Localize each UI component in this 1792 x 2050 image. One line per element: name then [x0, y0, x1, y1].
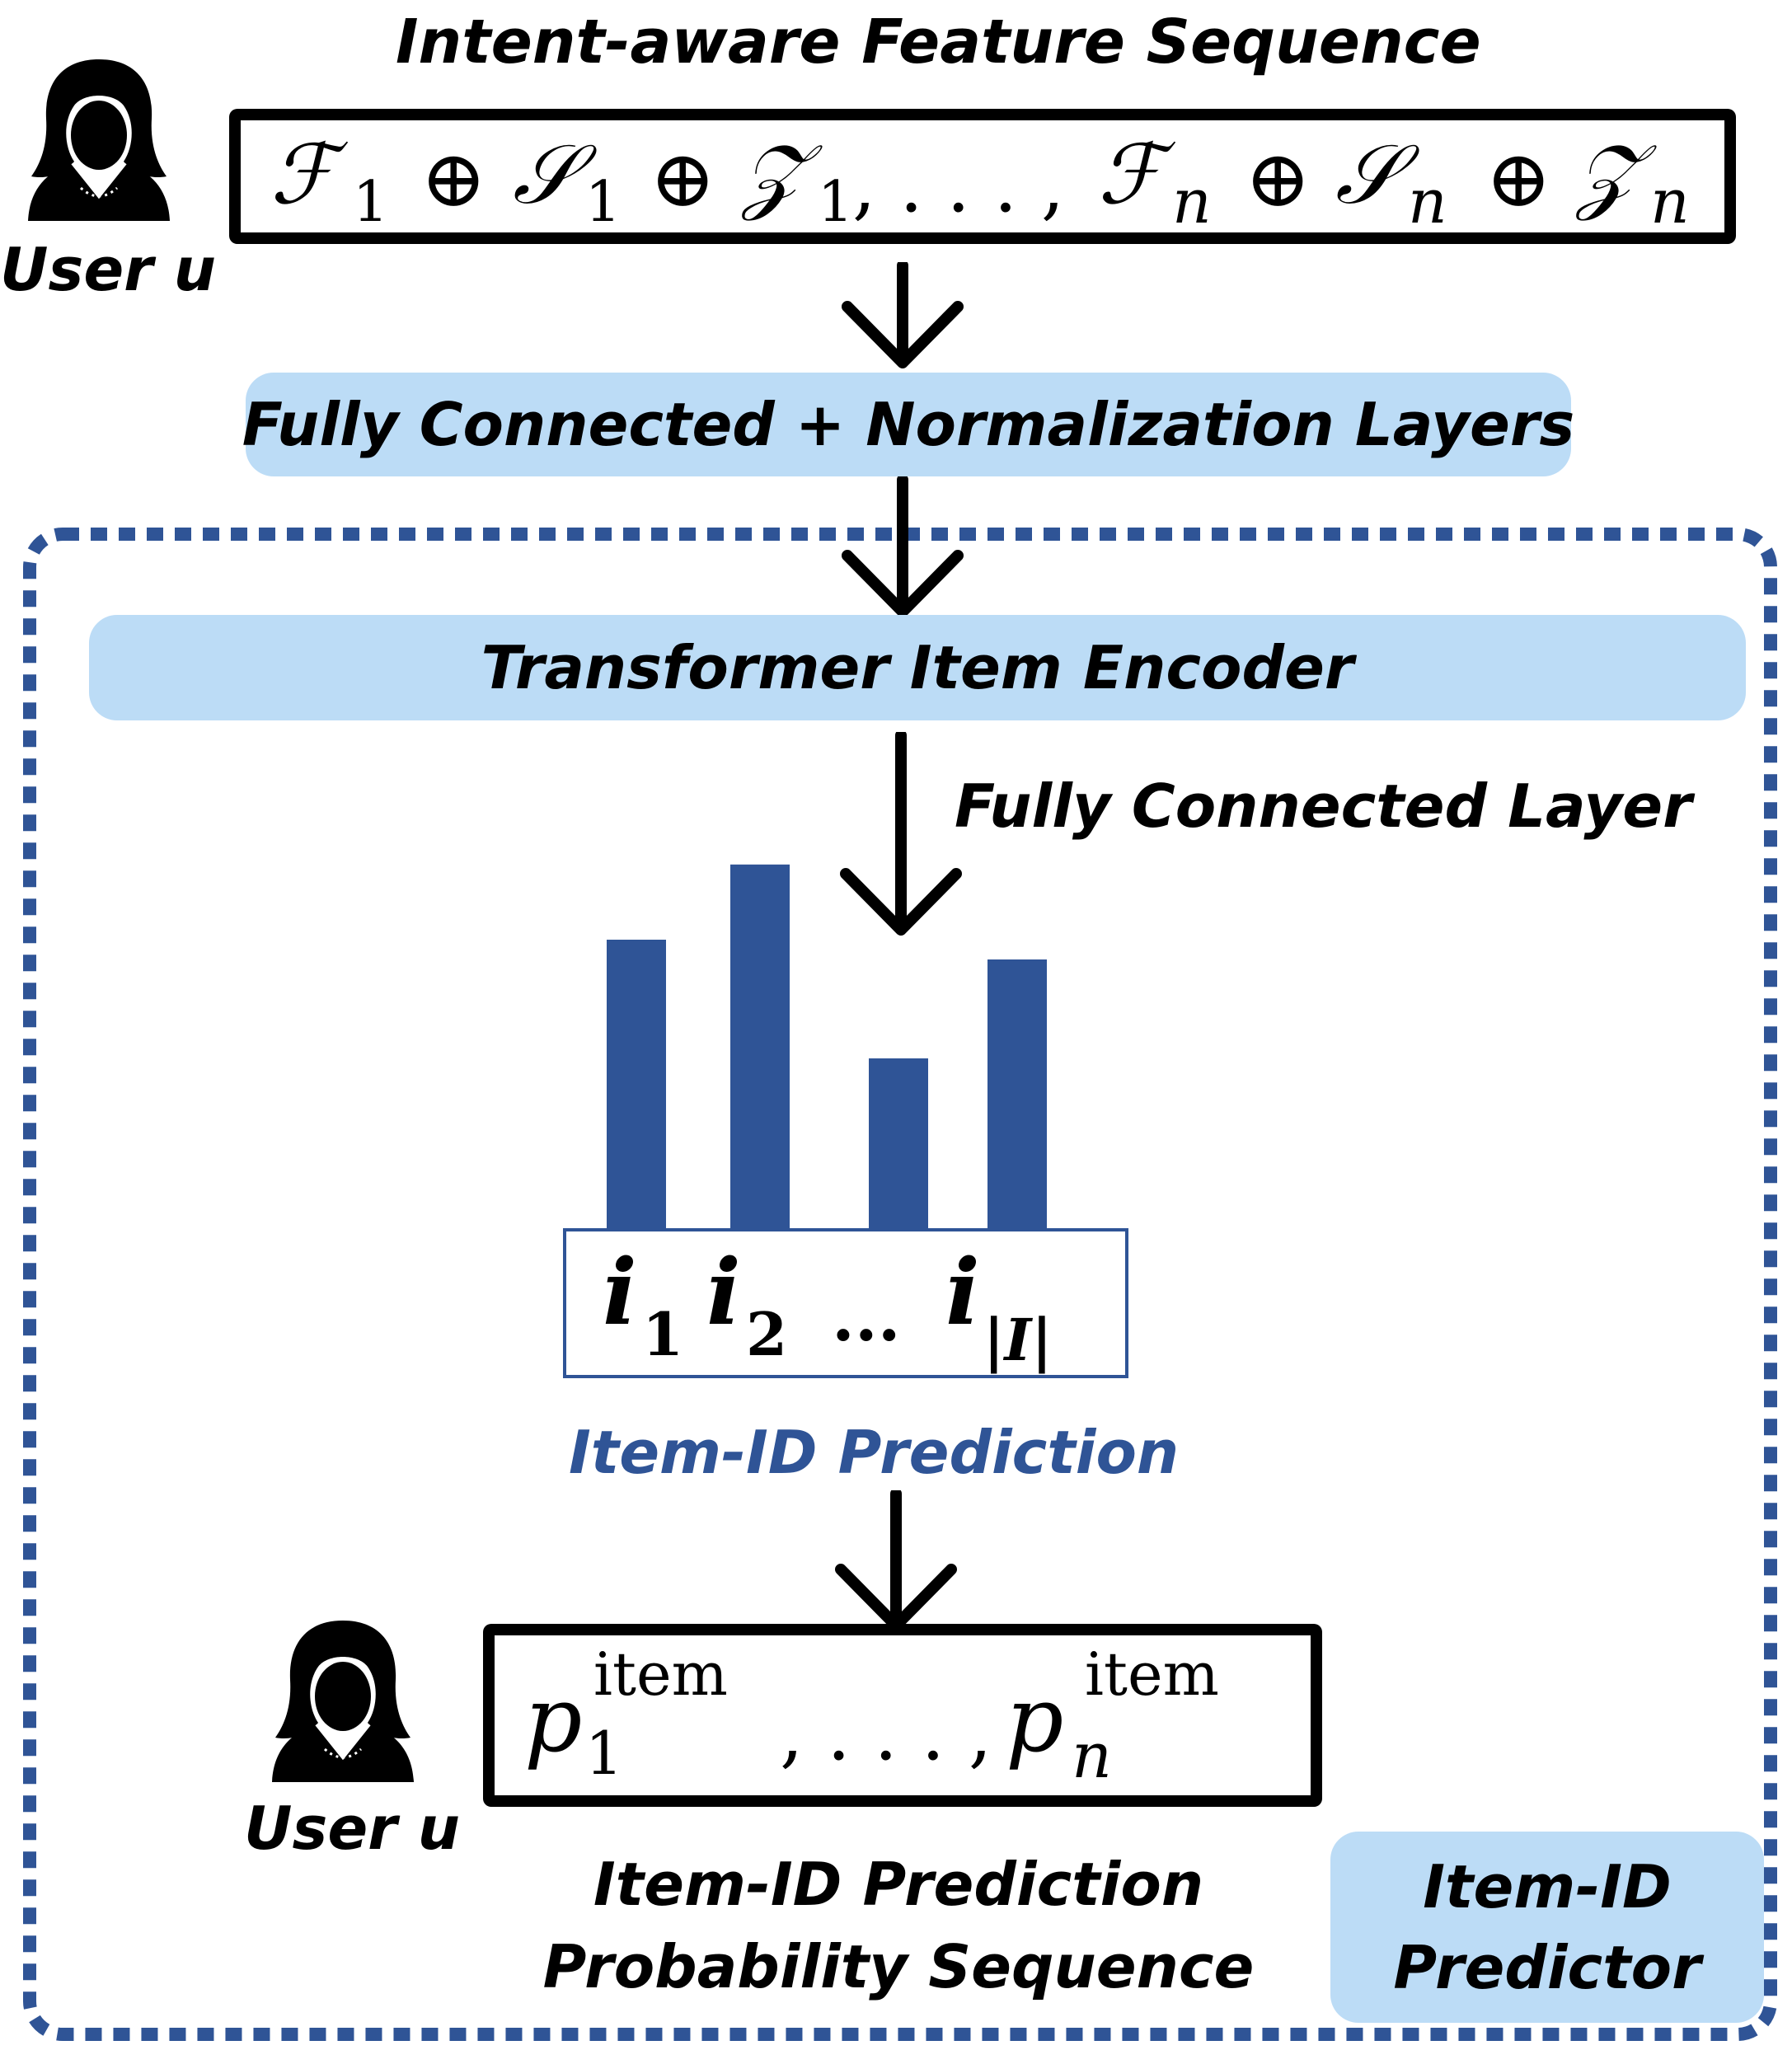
prob-p1-sub: 1: [585, 1719, 623, 1788]
fc-layer-label: Fully Connected Layer: [955, 772, 1692, 841]
arrow-down-icon: [835, 1490, 957, 1630]
user-icon: [272, 1621, 414, 1782]
user-label: User u: [0, 235, 216, 304]
item-iI: i: [945, 1239, 980, 1345]
probability-caption-line1: Item-ID Prediction: [593, 1850, 1204, 1919]
diagram-title: Intent-aware Feature Sequence: [396, 7, 1481, 77]
prob-pn-sup: item: [1085, 1640, 1219, 1709]
seq-F1: ℱ: [270, 126, 349, 223]
seq-S1-sub: 1: [585, 170, 621, 232]
feature-sequence-formula: ℱ 1 ⊕ 𝒮 1 ⊕ 𝒵 1 , . . . , ℱ n ⊕ 𝒮 n ⊕ 𝒵 …: [270, 126, 1690, 232]
item-iI-sub: |I|: [983, 1306, 1053, 1374]
item-i1: i: [603, 1239, 637, 1345]
seq-oplus-2: ⊕: [650, 133, 715, 225]
seq-Zn-sub: n: [1650, 167, 1690, 232]
item-index-box: i 1 i 2 ... i |I|: [563, 1228, 1128, 1378]
prob-pn-sub: n: [1072, 1719, 1112, 1792]
arrow-down-icon: [840, 732, 962, 936]
item-i2: i: [706, 1239, 741, 1345]
seq-Z1-sub: 1: [818, 170, 853, 232]
item-id-predictor-badge: Item-ID Predictor: [1330, 1832, 1764, 2023]
seq-Sn-sub: n: [1408, 167, 1447, 232]
prob-p1-sup: item: [593, 1640, 728, 1709]
seq-ellipsis: , . . . ,: [852, 143, 1064, 229]
item-score-bars: [607, 864, 1047, 1236]
item-dots: ...: [832, 1278, 901, 1356]
item-score-bar-3: [869, 1058, 928, 1236]
item-score-bar-2: [730, 864, 790, 1236]
seq-F1-sub: 1: [353, 170, 388, 232]
predictor-label-line1: Item-ID: [1423, 1852, 1672, 1921]
user-icon: [28, 59, 170, 221]
probability-caption: Item-ID Prediction Probability Sequence: [462, 1843, 1335, 2008]
probability-sequence-formula: p item 1 , . . . , p item n: [524, 1640, 1219, 1792]
probability-caption-line2: Probability Sequence: [542, 1932, 1255, 2001]
item-i2-sub: 2: [746, 1299, 787, 1369]
probability-sequence-box: p item 1 , . . . , p item n: [483, 1624, 1322, 1807]
seq-Fn-sub: n: [1172, 167, 1212, 232]
seq-Z1: 𝒵: [740, 126, 823, 223]
user-label-bottom: User u: [244, 1794, 460, 1863]
fc-normalization-label: Fully Connected + Normalization Layers: [242, 390, 1575, 459]
prob-ellipsis: , . . . ,: [780, 1691, 992, 1777]
prob-p1: p: [524, 1667, 582, 1772]
transformer-item-encoder: Transformer Item Encoder: [89, 615, 1746, 720]
item-id-prediction-label: Item-ID Prediction: [569, 1418, 1180, 1487]
item-score-bar-1: [607, 940, 666, 1236]
fc-normalization-layers: Fully Connected + Normalization Layers: [242, 373, 1574, 476]
prob-pn: p: [1006, 1667, 1063, 1772]
seq-oplus-3: ⊕: [1245, 133, 1311, 225]
item-score-bar-4: [987, 959, 1047, 1236]
arrow-down-icon: [842, 476, 964, 617]
seq-Zn: 𝒵: [1574, 126, 1658, 223]
seq-Fn: ℱ: [1098, 126, 1176, 223]
predictor-label-line2: Predictor: [1393, 1933, 1701, 2002]
arrow-down-icon: [842, 262, 964, 368]
seq-oplus-1: ⊕: [420, 133, 486, 225]
feature-sequence-box: ℱ 1 ⊕ 𝒮 1 ⊕ 𝒵 1 , . . . , ℱ n ⊕ 𝒮 n ⊕ 𝒵 …: [229, 109, 1736, 244]
item-i1-sub: 1: [642, 1299, 683, 1369]
seq-oplus-4: ⊕: [1485, 133, 1551, 225]
transformer-encoder-label: Transformer Item Encoder: [481, 633, 1354, 702]
